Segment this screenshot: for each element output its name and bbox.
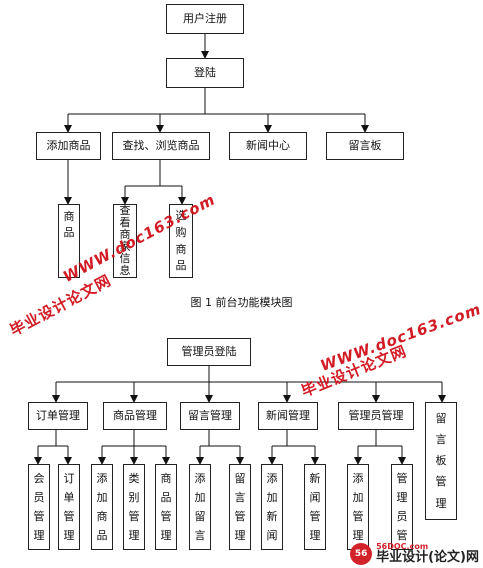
- char: 管: [128, 509, 140, 523]
- add-news-box: 添 加 新 闻: [261, 464, 283, 550]
- char: 留: [194, 509, 206, 523]
- char: 别: [128, 490, 140, 504]
- char: 理: [128, 528, 140, 542]
- char: 商: [160, 471, 172, 485]
- char: 订: [63, 471, 75, 485]
- char: 理: [435, 496, 447, 510]
- product-leaf-mgmt-box: 商 品 管 理: [155, 464, 177, 550]
- char: 商: [175, 242, 187, 256]
- char: 理: [234, 528, 246, 542]
- char: 管: [396, 471, 408, 485]
- char: 理: [309, 528, 321, 542]
- char: 息: [119, 263, 131, 277]
- add-product-leaf-box: 添 加 商 品: [91, 464, 113, 550]
- char: 管: [435, 475, 447, 489]
- brand-url: 56DOC.com: [376, 541, 429, 551]
- char: 新: [309, 471, 321, 485]
- char: 商: [63, 210, 75, 223]
- product-mgmt-box: 商品管理: [103, 402, 167, 430]
- add-message-box: 添 加 留 言: [189, 464, 211, 550]
- admin-leaf-mgmt-box: 管 理 员 管: [391, 464, 413, 550]
- message-mgmt-box: 留言管理: [180, 402, 240, 430]
- char: 商: [96, 509, 108, 523]
- add-admin-box: 添 加 管 理: [347, 464, 369, 550]
- char: 管: [63, 509, 75, 523]
- product-box: 商 品: [58, 204, 80, 278]
- char: 加: [352, 490, 364, 504]
- message-leaf-mgmt-box: 留 言 管 理: [229, 464, 251, 550]
- message-board-box: 留言板: [326, 132, 404, 160]
- view-merchant-box: 查 看 商 家 信 息: [113, 204, 137, 278]
- char: 加: [194, 490, 206, 504]
- admin-mgmt-box: 管理员管理: [338, 402, 414, 430]
- char: 闻: [266, 528, 278, 542]
- purchase-product-box: 选 购 商 品: [169, 204, 193, 278]
- message-board-mgmt-box: 留 言 板 管 理: [425, 402, 457, 520]
- news-mgmt-box: 新闻管理: [258, 402, 318, 430]
- char: 管: [234, 509, 246, 523]
- char: 单: [63, 490, 75, 504]
- figure-caption: 图 1 前台功能模块图: [190, 296, 293, 309]
- order-list-mgmt-box: 订 单 管 理: [58, 464, 80, 550]
- news-leaf-mgmt-box: 新 闻 管 理: [304, 464, 326, 550]
- order-mgmt-box: 订单管理: [28, 402, 88, 430]
- char: 品: [160, 490, 172, 504]
- char: 理: [396, 490, 408, 504]
- char: 留: [435, 411, 447, 425]
- char: 管: [396, 528, 408, 542]
- add-product-box: 添加商品: [36, 132, 101, 160]
- char: 理: [33, 528, 45, 542]
- char: 看: [119, 216, 131, 230]
- category-mgmt-box: 类 别 管 理: [123, 464, 145, 550]
- char: 理: [160, 528, 172, 542]
- brand-name: 毕业设计(论文)网: [376, 549, 479, 565]
- char: 查: [119, 204, 131, 218]
- char: 家: [119, 240, 131, 254]
- admin-login-box: 管理员登陆: [167, 338, 251, 366]
- char: 员: [33, 490, 45, 504]
- user-register-box: 用户注册: [166, 4, 244, 34]
- brand-logo: 56 56DOC.com 毕业设计(论文)网: [350, 541, 479, 565]
- char: 添: [352, 471, 364, 485]
- char: 商: [119, 228, 131, 242]
- char: 添: [96, 471, 108, 485]
- char: 新: [266, 509, 278, 523]
- char: 选: [175, 209, 187, 223]
- member-mgmt-box: 会 员 管 理: [28, 464, 50, 550]
- char: 购: [175, 225, 187, 239]
- char: 理: [352, 528, 364, 542]
- char: 理: [63, 528, 75, 542]
- char: 闻: [309, 490, 321, 504]
- char: 言: [435, 432, 447, 446]
- char: 品: [175, 259, 187, 273]
- logo-icon: 56: [350, 542, 373, 565]
- char: 品: [96, 528, 108, 542]
- char: 会: [33, 471, 45, 485]
- char: 管: [352, 509, 364, 523]
- char: 添: [266, 471, 278, 485]
- char: 品: [63, 225, 75, 239]
- login-box: 登陆: [166, 58, 244, 88]
- browse-product-box: 查找、浏览商品: [112, 132, 210, 160]
- char: 留: [234, 471, 246, 485]
- char: 言: [234, 490, 246, 504]
- news-center-box: 新闻中心: [229, 132, 307, 160]
- char: 信: [119, 252, 131, 266]
- char: 言: [194, 528, 206, 542]
- char: 板: [435, 454, 447, 468]
- char: 添: [194, 471, 206, 485]
- char: 加: [266, 490, 278, 504]
- char: 加: [96, 490, 108, 504]
- char: 管: [309, 509, 321, 523]
- char: 管: [160, 509, 172, 523]
- char: 类: [128, 471, 140, 485]
- char: 员: [396, 509, 408, 523]
- char: 管: [33, 509, 45, 523]
